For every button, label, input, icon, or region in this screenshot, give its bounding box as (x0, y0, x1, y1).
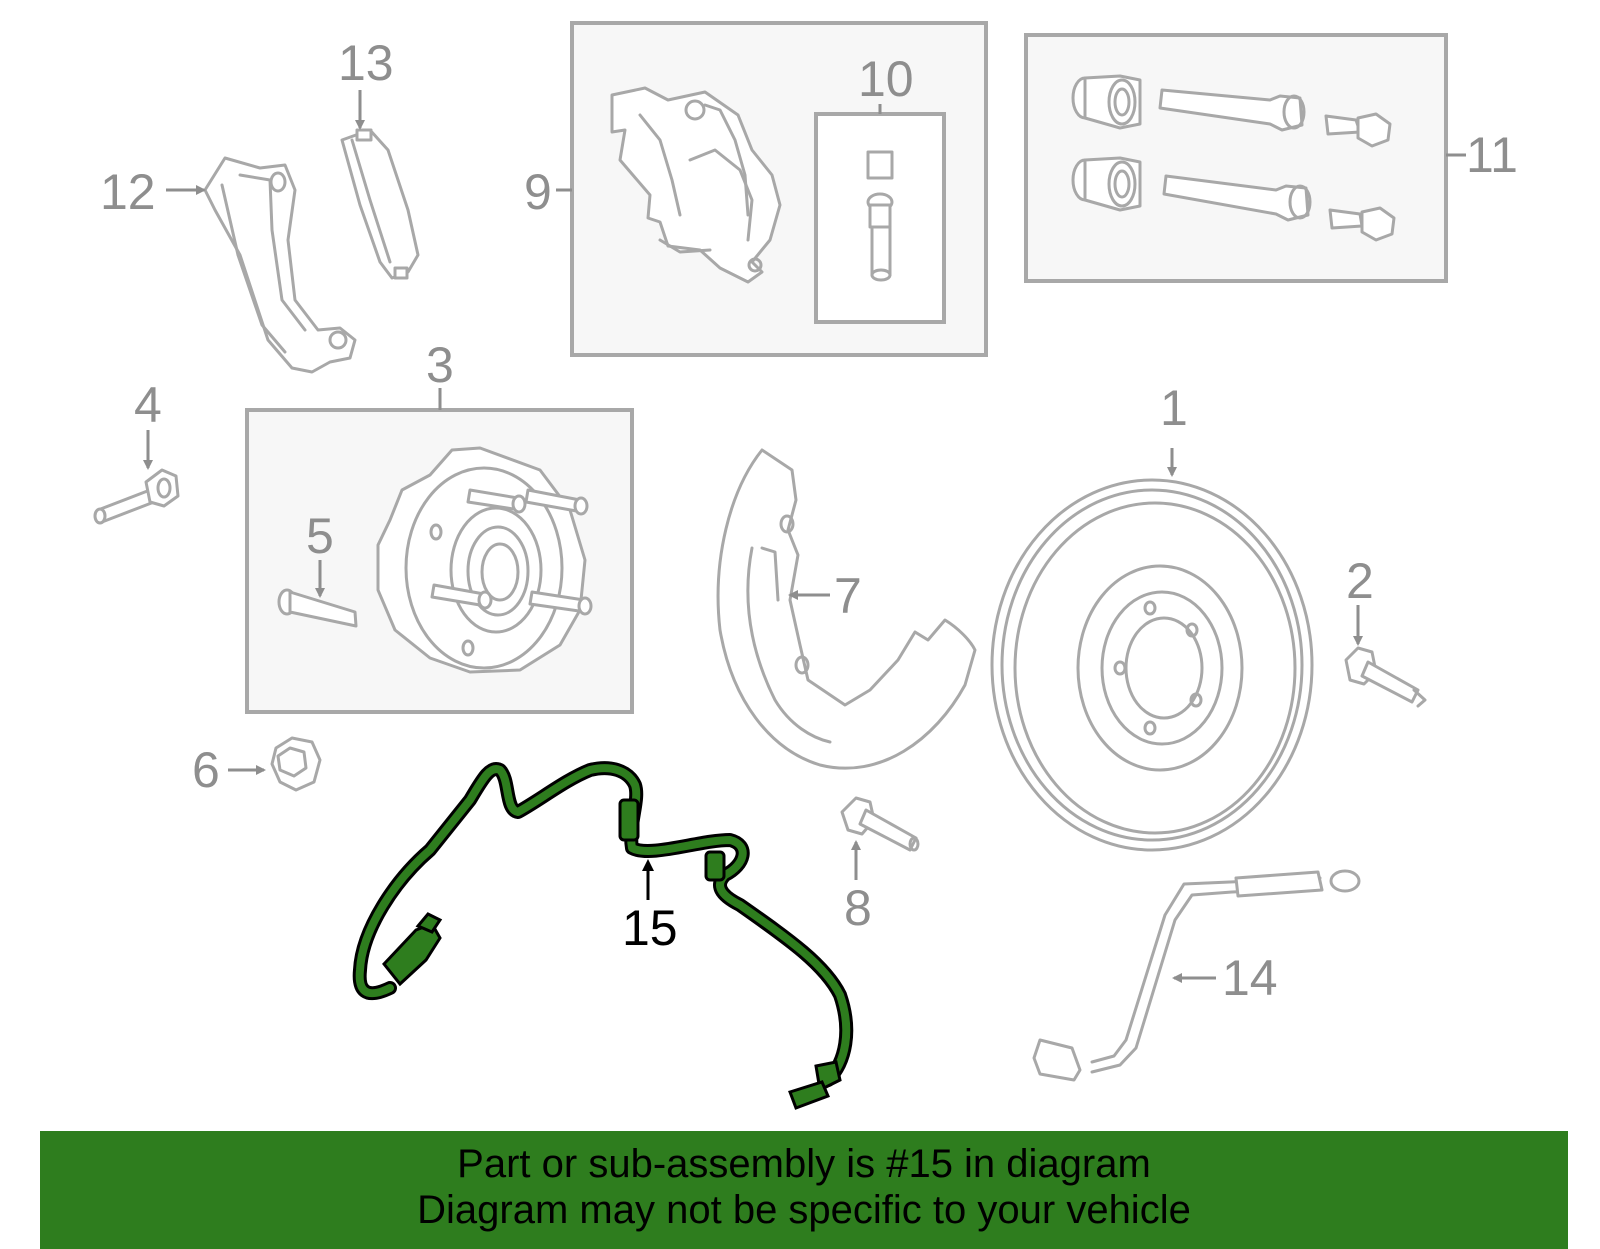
abs-sensor-wire-highlighted[interactable] (352, 761, 854, 1110)
caliper-bracket-drawing (203, 156, 357, 374)
pin-kit-box (1024, 33, 1448, 283)
banner-disclaimer: Diagram may not be specific to your vehi… (417, 1188, 1191, 1232)
callout-7: 7 (834, 568, 862, 624)
callout-5: 5 (306, 508, 334, 564)
callout-9: 9 (524, 164, 552, 220)
brake-rotor-drawing (990, 478, 1314, 852)
callout-4: 4 (134, 377, 162, 433)
callout-13: 13 (338, 35, 394, 91)
caliper-drawing (610, 86, 782, 284)
nut-6-drawing (270, 736, 322, 792)
pin-kit-drawing (1071, 74, 1396, 242)
dust-shield-drawing (716, 448, 977, 770)
bolt-2-drawing (1344, 646, 1427, 708)
callout-2: 2 (1346, 553, 1374, 609)
bolt-4-drawing (93, 468, 180, 525)
brake-pad-drawing (340, 128, 420, 280)
hub-drawing (376, 446, 593, 674)
bleeder-screw-drawing (866, 150, 894, 282)
callout-1: 1 (1160, 380, 1188, 436)
callout-14: 14 (1222, 950, 1278, 1006)
callout-6: 6 (192, 742, 220, 798)
bolt-8-drawing (840, 796, 920, 852)
wheel-stud-drawing (277, 588, 358, 628)
callout-15: 15 (622, 900, 678, 956)
callout-11: 11 (1466, 127, 1518, 183)
brake-hose-drawing (1032, 869, 1361, 1082)
callout-12: 12 (100, 164, 156, 220)
banner-part-note: Part or sub-assembly is #15 in diagram (457, 1142, 1151, 1186)
callout-3: 3 (426, 337, 454, 393)
callout-8: 8 (844, 880, 872, 936)
info-banner: Part or sub-assembly is #15 in diagram D… (40, 1131, 1568, 1249)
callout-10: 10 (858, 51, 914, 107)
